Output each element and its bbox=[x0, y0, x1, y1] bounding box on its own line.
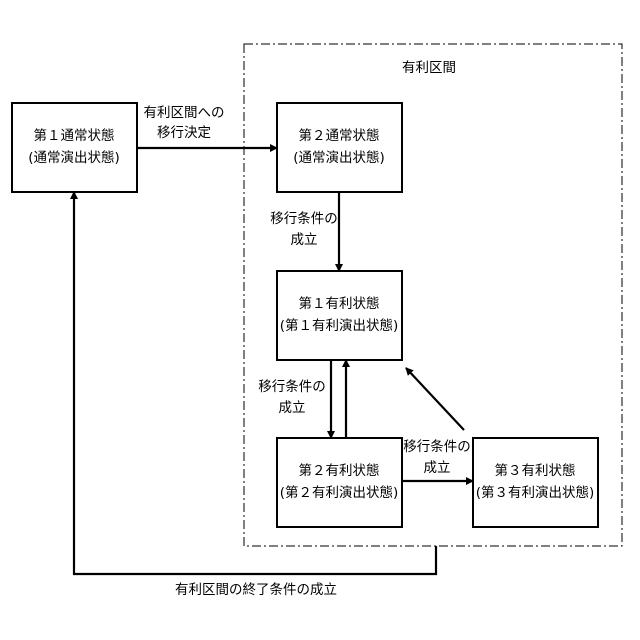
node-favorable-state-2: 第２有利状態 (第２有利演出状態) bbox=[277, 438, 402, 527]
edge-end-of-section-label: 有利区間の終了条件の成立 bbox=[175, 581, 337, 598]
edge-favorable1-to-favorable2-label-line2: 成立 bbox=[279, 400, 306, 416]
node-favorable-state-3-title: 第３有利状態 bbox=[495, 462, 576, 479]
node-normal-state-1: 第１通常状態 (通常演出状態) bbox=[12, 103, 137, 192]
node-normal-state-1-title: 第１通常状態 bbox=[34, 127, 115, 144]
node-favorable-state-1: 第１有利状態 (第１有利演出状態) bbox=[277, 271, 402, 360]
node-normal-state-2: 第２通常状態 (通常演出状態) bbox=[277, 103, 402, 192]
edge-normal1-to-normal2-label-line2: 移行決定 bbox=[157, 125, 211, 141]
node-favorable-state-3-subtitle: (第３有利演出状態) bbox=[476, 484, 595, 501]
node-favorable-state-1-title: 第１有利状態 bbox=[299, 295, 380, 312]
edge-favorable1-to-favorable2-label-line1: 移行条件の bbox=[258, 378, 326, 395]
edge-favorable2-to-favorable3-label-line1: 移行条件の bbox=[403, 438, 471, 455]
edge-normal1-to-normal2-label-line1: 有利区間への bbox=[144, 105, 225, 121]
node-favorable-state-3: 第３有利状態 (第３有利演出状態) bbox=[473, 438, 598, 527]
edge-favorable2-to-favorable3-label-line2: 成立 bbox=[424, 460, 451, 476]
node-normal-state-2-title: 第２通常状態 bbox=[299, 127, 380, 144]
node-normal-state-1-subtitle: (通常演出状態) bbox=[28, 150, 120, 166]
favorable-section-label: 有利区間 bbox=[402, 60, 456, 76]
edge-normal2-to-favorable1-label-line1: 移行条件の bbox=[270, 210, 338, 227]
node-normal-state-2-subtitle: (通常演出状態) bbox=[293, 150, 385, 166]
node-favorable-state-2-title: 第２有利状態 bbox=[299, 462, 380, 479]
edge-normal2-to-favorable1-label-line2: 成立 bbox=[291, 232, 318, 248]
node-favorable-state-2-subtitle: (第２有利演出状態) bbox=[280, 484, 399, 501]
edge-favorable3-to-favorable1 bbox=[406, 368, 464, 430]
node-favorable-state-1-subtitle: (第１有利演出状態) bbox=[280, 317, 399, 334]
